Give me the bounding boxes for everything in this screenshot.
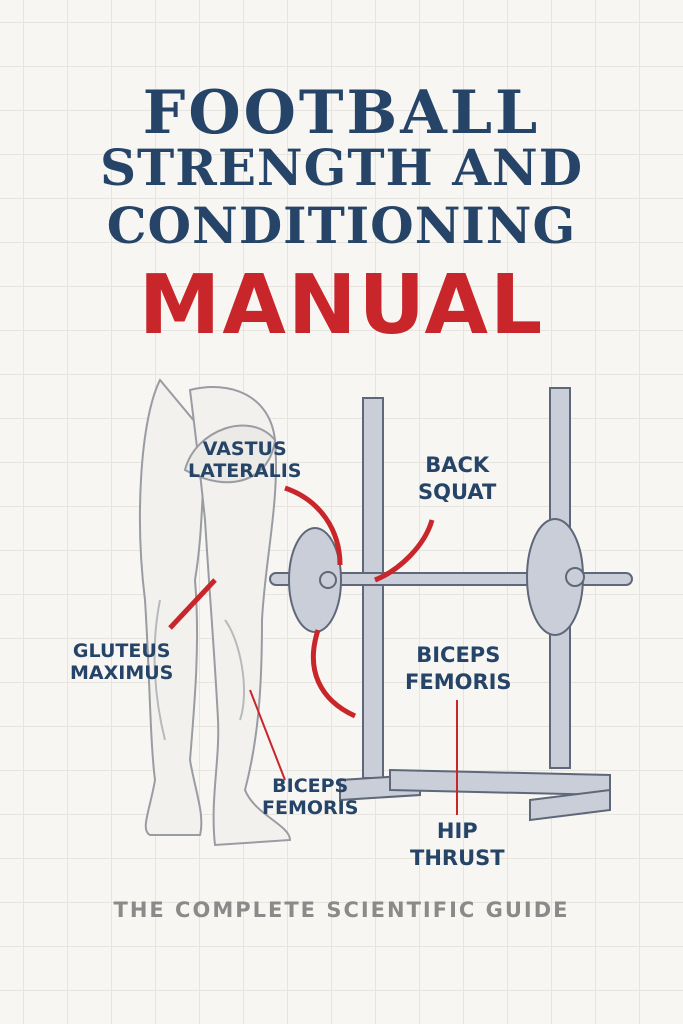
label-biceps-femoris-left: BICEPS FEMORIS	[262, 775, 358, 819]
illustration	[139, 378, 633, 847]
red-arrows	[168, 485, 458, 815]
title-line-1: FOOTBALL	[142, 78, 541, 148]
label-line: THRUST	[410, 846, 505, 870]
label-vastus-lateralis: VASTUS LATERALIS	[188, 438, 301, 482]
title-manual: MANUAL	[138, 258, 545, 353]
subtitle: THE COMPLETE SCIENTIFIC GUIDE	[113, 898, 570, 922]
label-line: GLUTEUS	[72, 640, 171, 662]
label-line: BICEPS	[416, 643, 501, 667]
label-line: BACK	[425, 453, 490, 477]
label-line: HIP	[436, 819, 478, 843]
label-line: LATERALIS	[188, 460, 302, 482]
legs-illustration	[139, 378, 292, 847]
label-hip-thrust: HIP THRUST	[410, 818, 505, 872]
label-gluteus-maximus: GLUTEUS MAXIMUS	[70, 640, 173, 684]
label-back-squat: BACK SQUAT	[418, 452, 496, 506]
label-line: MAXIMUS	[70, 662, 174, 684]
squat-rack	[269, 387, 633, 822]
label-line: SQUAT	[418, 480, 497, 504]
title-line-2: STRENGTH AND	[99, 138, 584, 197]
label-line: FEMORIS	[405, 670, 512, 694]
label-line: BICEPS	[272, 775, 349, 797]
title-line-3: CONDITIONING	[106, 196, 577, 255]
label-line: VASTUS	[202, 438, 287, 460]
label-line: FEMORIS	[262, 797, 359, 819]
label-biceps-femoris-right: BICEPS FEMORIS	[405, 642, 512, 696]
